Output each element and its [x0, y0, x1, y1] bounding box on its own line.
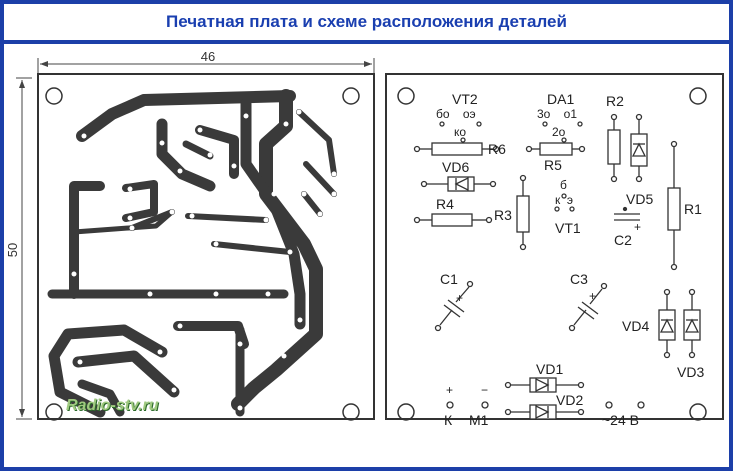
label-m1-minus: −	[481, 383, 488, 397]
label-c3: C3	[570, 271, 588, 287]
pcb-mounting-holes	[45, 87, 360, 421]
pcb-dimensions: 46 50	[5, 49, 375, 420]
site-watermark: Radio-stv.ru	[66, 397, 159, 414]
diagram-canvas: 46 50	[5, 49, 724, 428]
label-da1-pin2: 2о	[552, 125, 566, 139]
page-title: Печатная плата и схеме расположения дета…	[166, 12, 567, 31]
layout-labels: VT2 бо оэ ко DA1 3о о1 2о R2 R6 R5 VD6 V…	[436, 91, 704, 428]
label-r4: R4	[436, 196, 454, 212]
label-k: К	[444, 412, 453, 428]
label-vt2: VT2	[452, 91, 478, 107]
label-vd3: VD3	[677, 364, 704, 380]
title-bar: Печатная плата и схеме расположения дета…	[4, 4, 729, 40]
label-m1-plus: +	[446, 383, 453, 397]
pcb-pads	[71, 109, 337, 411]
label-c1-plus: +	[456, 291, 463, 305]
pcb-height-label: 50	[5, 243, 20, 257]
layout-board-outline	[385, 73, 724, 420]
label-vt1: VT1	[555, 220, 581, 236]
label-vt2-pins: бо оэ	[436, 107, 476, 121]
label-vd4: VD4	[622, 318, 649, 334]
label-da1: DA1	[547, 91, 574, 107]
diagram-panel: 46 50	[4, 44, 729, 467]
label-r6: R6	[488, 141, 506, 157]
label-da1-pins: 3о о1	[537, 107, 577, 121]
label-c2: C2	[614, 232, 632, 248]
layout-components	[413, 113, 701, 420]
label-vt1-ke: к э	[555, 193, 573, 207]
label-supply: ~24 В	[602, 412, 639, 428]
layout-mounting-holes	[397, 87, 707, 421]
pcb-width-label: 46	[201, 49, 215, 64]
label-vt1-b: б	[560, 178, 567, 192]
label-r3: R3	[494, 207, 512, 223]
label-vd5: VD5	[626, 191, 653, 207]
label-c3-plus: +	[589, 289, 596, 303]
label-r5: R5	[544, 157, 562, 173]
pcb-traces	[47, 89, 337, 418]
label-vd2: VD2	[556, 392, 583, 408]
label-r2: R2	[606, 93, 624, 109]
label-vd6: VD6	[442, 159, 469, 175]
label-c1: C1	[440, 271, 458, 287]
label-c2-plus: +	[634, 220, 641, 234]
label-vd1: VD1	[536, 361, 563, 377]
label-vt2-ko: ко	[454, 125, 466, 139]
label-m1: М1	[469, 412, 489, 428]
label-r1: R1	[684, 201, 702, 217]
